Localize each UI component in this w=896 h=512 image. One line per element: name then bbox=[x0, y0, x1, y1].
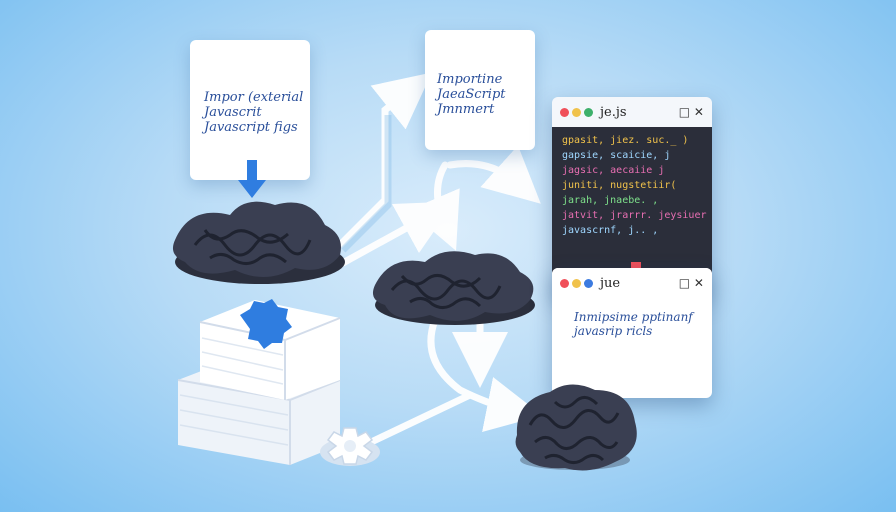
result-line-1: Inmipsime pptinanf bbox=[574, 310, 693, 324]
arrow-middle-to-code bbox=[446, 145, 541, 204]
window-controls[interactable]: □ ✕ bbox=[678, 276, 704, 290]
window-maximize-dot[interactable] bbox=[584, 107, 593, 117]
result-line-2: javasrip ricls bbox=[574, 324, 653, 338]
arrow-middle-loop bbox=[408, 161, 460, 251]
window-close-dot[interactable] bbox=[560, 107, 569, 117]
arrow-cluster-down bbox=[427, 316, 543, 432]
result-window-title: jue bbox=[600, 275, 621, 291]
code-line: javascrnf, j.. , bbox=[562, 225, 659, 236]
card-left-line-3: Javascript figs bbox=[204, 120, 298, 135]
result-window-titlebar: jue □ ✕ bbox=[552, 268, 712, 298]
arrow-left-to-middle-card bbox=[336, 72, 432, 249]
code-line: gpasit, jiez. suc._ ) bbox=[562, 135, 689, 146]
code-line: gapsie, scaicie, j bbox=[562, 150, 671, 161]
code-window-title: je.js bbox=[600, 104, 627, 120]
code-line: jarah, jnaebe. , bbox=[562, 195, 659, 206]
window-minimize-dot[interactable] bbox=[572, 107, 581, 117]
window-maximize-dot[interactable] bbox=[584, 278, 593, 288]
import-external-card: Impor (exterial Javascrit Javascript fig… bbox=[190, 40, 310, 180]
card-middle-line-3: Jmnmert bbox=[437, 102, 495, 117]
importing-javascript-card: Importine JaeaScript Jmnmert bbox=[425, 30, 535, 150]
window-minimize-dot[interactable] bbox=[572, 278, 581, 288]
window-close-dot[interactable] bbox=[560, 278, 569, 288]
card-left-line-1: Impor (exterial bbox=[204, 90, 304, 105]
code-window-titlebar: je.js □ ✕ bbox=[552, 97, 712, 127]
code-line: jatvit, jrarrr. jeysiuer je. ] bbox=[562, 210, 712, 221]
code-line: jagsic, aecaiie j bbox=[562, 165, 665, 176]
result-window: jue □ ✕ Inmipsime pptinanf javasrip ricl… bbox=[552, 268, 712, 398]
card-left-line-2: Javascrit bbox=[204, 105, 262, 120]
card-middle-line-2: JaeaScript bbox=[437, 87, 506, 102]
card-middle-line-1: Importine bbox=[437, 72, 503, 87]
arrow-gear-to-brain bbox=[361, 391, 474, 449]
window-controls[interactable]: □ ✕ bbox=[678, 105, 704, 119]
code-line: juniti, nugstetiir( bbox=[562, 180, 677, 191]
